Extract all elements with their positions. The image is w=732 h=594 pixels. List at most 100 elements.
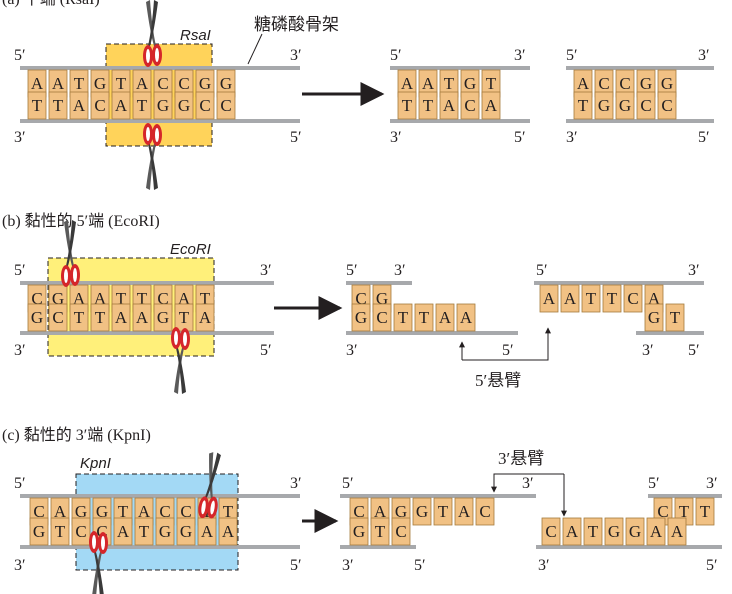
base-block: A — [111, 91, 131, 120]
base-letter: T — [607, 289, 618, 308]
panel-a-backbone-label: 糖磷酸骨架 — [254, 15, 339, 34]
base-block: T — [90, 303, 110, 332]
base-block: T — [602, 284, 622, 313]
base-block: T — [69, 303, 89, 332]
base-letter: G — [608, 522, 620, 541]
base-letter: C — [479, 502, 490, 521]
panel-c-left-duplex: CAGGTACCTTGTCCATGGAA 5′ 3′ 3′ 5′ — [14, 475, 302, 574]
base-block: T — [370, 517, 390, 546]
end-label: 3′ — [14, 342, 26, 359]
base-block: G — [29, 517, 49, 546]
base-block: A — [113, 517, 133, 546]
base-letter: C — [661, 96, 672, 115]
end-label: 3′ — [290, 47, 302, 64]
base-letter: T — [444, 74, 455, 93]
base-block: T — [397, 91, 417, 120]
base-letter: G — [31, 308, 43, 327]
base-letter: C — [353, 502, 364, 521]
base-block: G — [625, 517, 645, 546]
end-label: 5′ — [566, 47, 578, 64]
base-block: A — [111, 303, 131, 332]
end-label: 5′ — [414, 557, 426, 574]
base-block: T — [695, 497, 715, 526]
base-letter: G — [619, 96, 631, 115]
base-letter: G — [416, 502, 428, 521]
base-letter: C — [157, 289, 168, 308]
base-letter: T — [74, 74, 85, 93]
base-letter: T — [438, 502, 449, 521]
base-block: C — [541, 517, 561, 546]
base-letter: T — [375, 522, 386, 541]
base-block: C — [71, 517, 91, 546]
panel-c-enzyme-label: KpnI — [80, 455, 111, 472]
base-letter: G — [157, 308, 169, 327]
base-letter: C — [627, 289, 638, 308]
panel-a: (a) 平端 (RsaI) RsaI 糖磷酸骨架 AATGTACCGGTTACA… — [2, 0, 714, 190]
base-letter: G — [648, 308, 660, 327]
panel-c: (c) 黏性的 3′端 (KpnI) KpnI CAGGTACCTTGTCCAT… — [2, 426, 722, 594]
end-label: 3′ — [342, 557, 354, 574]
base-letter: T — [486, 74, 497, 93]
base-letter: A — [115, 96, 128, 115]
base-letter: A — [648, 289, 661, 308]
base-block: G — [644, 303, 664, 332]
base-block: A — [646, 517, 666, 546]
base-block: T — [433, 497, 453, 526]
base-letter: C — [199, 96, 210, 115]
base-block: T — [414, 303, 434, 332]
base-letter: A — [138, 502, 151, 521]
base-letter: C — [395, 522, 406, 541]
base-letter: T — [588, 522, 599, 541]
end-label: 3′ — [346, 342, 358, 359]
end-label: 5′ — [514, 129, 526, 146]
base-letter: C — [376, 308, 387, 327]
base-block: A — [195, 303, 215, 332]
base-block: A — [197, 517, 217, 546]
base-block: C — [216, 91, 236, 120]
base-block: G — [153, 303, 173, 332]
base-letter: C — [640, 96, 651, 115]
base-block: G — [349, 517, 369, 546]
base-block: T — [581, 284, 601, 313]
base-block: T — [134, 517, 154, 546]
base-letter: A — [222, 522, 235, 541]
base-letter: A — [443, 96, 456, 115]
base-block: G — [615, 91, 635, 120]
base-letter: C — [178, 74, 189, 93]
base-block: T — [418, 91, 438, 120]
base-block: A — [132, 69, 152, 98]
base-letter: G — [199, 74, 211, 93]
base-block: A — [667, 517, 687, 546]
base-letter: A — [201, 522, 214, 541]
end-label: 5′ — [260, 342, 272, 359]
base-block: C — [636, 91, 656, 120]
base-letter: T — [402, 96, 413, 115]
end-label: 5′ — [706, 557, 718, 574]
end-label: 5′ — [688, 342, 700, 359]
base-letter: A — [564, 289, 577, 308]
scissors-icon — [143, 0, 162, 67]
base-block: A — [439, 91, 459, 120]
base-block: A — [454, 497, 474, 526]
base-block: G — [27, 303, 47, 332]
scissors-icon — [61, 220, 80, 287]
panel-c-overhang-label: 3′悬臂 — [498, 449, 544, 468]
base-letter: T — [139, 522, 150, 541]
end-label: 3′ — [706, 475, 718, 492]
base-block: C — [90, 91, 110, 120]
base-letter: A — [439, 308, 452, 327]
base-block: A — [456, 303, 476, 332]
base-letter: C — [33, 502, 44, 521]
end-label: 5′ — [648, 475, 660, 492]
panel-a-enzyme-label: RsaI — [180, 27, 211, 44]
base-block: T — [583, 517, 603, 546]
scissors-icon — [198, 452, 221, 519]
